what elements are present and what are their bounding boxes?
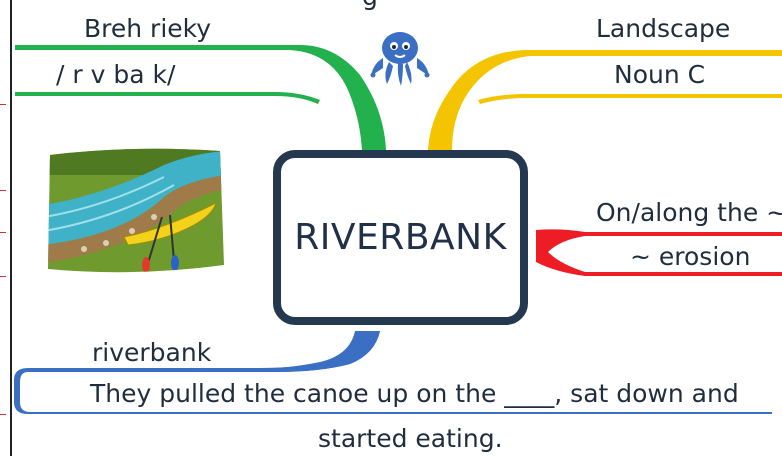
margin-tick — [0, 276, 6, 277]
green-branch-lower — [15, 92, 320, 104]
margin-tick — [0, 414, 6, 415]
pronunciation-label: / r v ba k/ — [56, 60, 176, 89]
category-label: Landscape — [596, 14, 731, 43]
translation-label: Breh rieky — [84, 14, 212, 43]
margin-tick — [0, 190, 6, 191]
word-class-label: Noun C — [614, 60, 706, 89]
yellow-branch-lower — [478, 94, 782, 104]
octopus-icon — [370, 32, 430, 86]
bottom-word-label: riverbank — [92, 338, 212, 367]
collocation-label-2: ~ erosion — [630, 242, 751, 271]
margin-tick — [0, 104, 6, 105]
margin-tick — [0, 232, 6, 233]
collocation-label: On/along the ~ — [596, 198, 782, 227]
top-fragment: g — [362, 0, 378, 12]
center-word: RIVERBANK — [294, 217, 507, 258]
example-sentence-line1: They pulled the canoe up on the ____, sa… — [90, 379, 739, 408]
example-sentence-line2: started eating. — [318, 424, 503, 453]
left-border — [10, 0, 12, 456]
red-branch — [536, 229, 782, 276]
riverbank-canoe-illustration — [48, 148, 224, 273]
center-word-box: RIVERBANK — [273, 150, 528, 325]
